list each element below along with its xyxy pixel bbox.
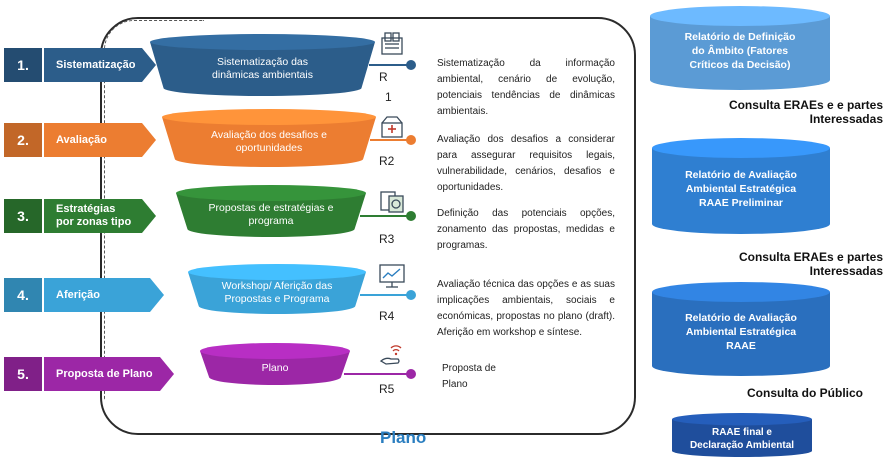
- step-description: Proposta de Plano: [442, 363, 496, 390]
- consultation-label: Consulta do Público: [747, 386, 863, 400]
- report-title-line: do Âmbito (Fatores: [691, 45, 789, 57]
- consultation-label-line: Interessadas: [809, 112, 883, 126]
- step-label: Sistematização: [44, 48, 156, 82]
- step-number: 5.: [4, 357, 42, 391]
- report-cylinder: RAAE final e Declaração Ambiental: [672, 413, 812, 457]
- result-label: R2: [379, 154, 395, 168]
- result-label: R4: [379, 309, 395, 323]
- step-4: 4. Aferição: [4, 278, 180, 312]
- report-title: RAAE final e Declaração Ambiental: [672, 426, 812, 452]
- report-title-line: Relatório de Definição: [684, 31, 796, 43]
- step-label-line: Estratégias: [56, 203, 116, 215]
- step-label-line: Avaliação: [56, 133, 107, 146]
- report-cylinder: Relatório de Definição do Âmbito (Fatores…: [650, 6, 830, 90]
- report-title-line: RAAE Preliminar: [698, 197, 784, 209]
- document-stack-icon: [378, 30, 406, 58]
- step-label-line: Proposta de Plano: [56, 367, 153, 380]
- step-description: Avaliação técnica das opções e as suas i…: [437, 279, 615, 338]
- funnel-text-line: Propostas de estratégias e: [208, 202, 334, 214]
- step-description: Definição das potenciais opções, zonamen…: [437, 208, 615, 251]
- report-title-line: RAAE final e: [711, 427, 772, 438]
- funnel-text-line: oportunidades: [235, 142, 303, 154]
- hand-signal-icon: [378, 341, 406, 369]
- connector-dot: [406, 211, 416, 221]
- step-number: 3.: [4, 199, 42, 233]
- step-number: 1.: [4, 48, 42, 82]
- step-funnel: Plano: [200, 343, 350, 385]
- step-5: 5. Proposta de Plano: [4, 357, 190, 391]
- step-label: Avaliação: [44, 123, 156, 157]
- box-icon: [378, 113, 406, 141]
- step-label-line: Sistematização: [56, 58, 136, 71]
- strategy-icon: [378, 188, 406, 216]
- consultation-label-line: Consulta ERAEs e partes: [738, 250, 883, 264]
- consultation-label-line: Consulta ERAEs e e partes: [728, 98, 883, 112]
- result-connector: [369, 64, 410, 66]
- result-connector: [344, 373, 410, 375]
- step-description: Avaliação dos desafios a considerar para…: [437, 134, 615, 193]
- step-1: 1. Sistematização: [4, 48, 172, 82]
- connector-dot: [406, 135, 416, 145]
- funnel-text-line: Propostas e Programa: [224, 293, 330, 305]
- step-label: Proposta de Plano: [44, 357, 174, 391]
- result-label: R3: [379, 232, 395, 246]
- result-label: R5: [379, 382, 395, 396]
- report-title-line: Declaração Ambiental: [689, 440, 795, 451]
- result-label: 1: [385, 90, 392, 104]
- connector-dot: [406, 369, 416, 379]
- step-number: 4.: [4, 278, 42, 312]
- report-title-line: Relatório de Avaliação: [685, 312, 797, 324]
- report-title-line: RAAE: [726, 340, 756, 352]
- plano-frame-label: Plano: [380, 428, 427, 447]
- report-title-line: Ambiental Estratégica: [685, 326, 797, 338]
- funnel-text-line: programa: [248, 215, 294, 227]
- report-title: Relatório de Definição do Âmbito (Fatores…: [650, 30, 830, 72]
- consultation-label-line: Consulta do Público: [747, 386, 863, 400]
- result-connector: [360, 215, 410, 217]
- result-connector: [370, 139, 410, 141]
- funnel-text-line: Sistematização das: [216, 56, 309, 68]
- step-label-line: por zonas tipo: [56, 216, 132, 228]
- funnel-text-line: dinâmicas ambientais: [212, 69, 313, 81]
- report-title-line: Críticos da Decisão): [689, 59, 791, 71]
- step-description: Sistematização da informação ambiental, …: [437, 58, 615, 117]
- step-2: 2. Avaliação: [4, 123, 172, 157]
- connector-dot: [406, 60, 416, 70]
- funnel-text-line: Avaliação dos desafios e: [211, 129, 327, 141]
- result-connector: [360, 294, 410, 296]
- funnel-text-line: Workshop/ Aferição das: [221, 280, 333, 292]
- funnel-text: Plano: [200, 362, 350, 375]
- step-label-line: Aferição: [56, 288, 101, 301]
- monitor-icon: [378, 262, 406, 290]
- connector-dot: [406, 290, 416, 300]
- report-title-line: Relatório de Avaliação: [685, 169, 797, 181]
- report-title-line: Ambiental Estratégica: [685, 183, 797, 195]
- consultation-label-line: Interessadas: [809, 264, 883, 278]
- result-label: R: [379, 70, 388, 84]
- step-label: Aferição: [44, 278, 164, 312]
- funnel-text-line: Plano: [261, 361, 289, 374]
- step-number: 2.: [4, 123, 42, 157]
